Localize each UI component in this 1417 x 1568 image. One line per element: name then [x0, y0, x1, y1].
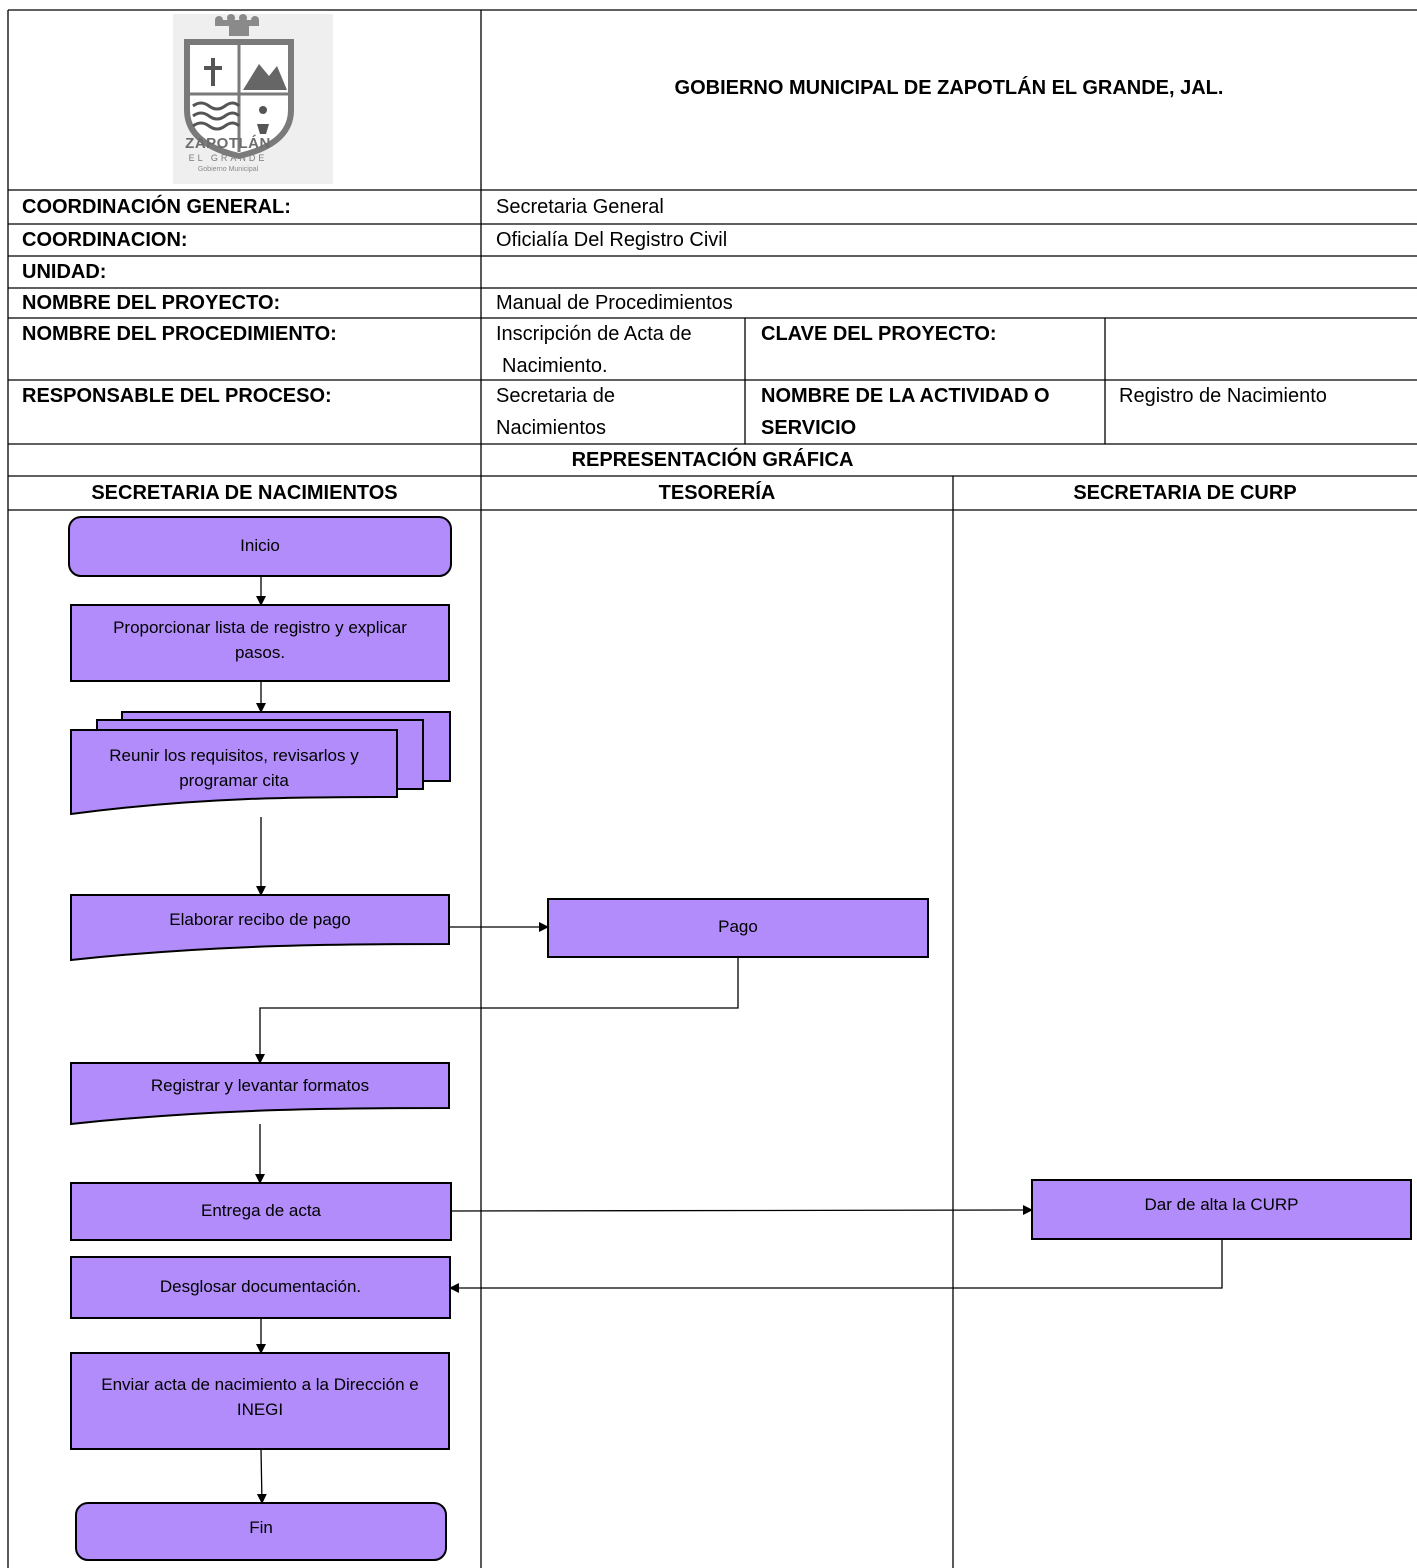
node-dar-alta-label: Dar de alta la CURP	[1144, 1194, 1299, 1214]
logo-wordmark: ZAPOTLÁN	[185, 135, 271, 152]
value-nombre-procedimiento-line1: Inscripción de Acta de	[496, 323, 692, 345]
zapotlan-coat-of-arms-logo-icon	[173, 14, 333, 184]
arrow-enviar-fin	[256, 1448, 267, 1504]
node-registrar-label: Registrar y levantar formatos	[150, 1075, 370, 1095]
node-registrar: Registrar y levantar formatos	[71, 1063, 449, 1109]
logo-subtitle: EL GRANDE	[188, 153, 268, 163]
node-entrega-shape	[70, 1182, 452, 1241]
lane-header-nacimientos: SECRETARIA DE NACIMIENTOS	[91, 482, 398, 504]
node-registrar-shape	[70, 1062, 450, 1126]
node-reunir-front-shape	[70, 729, 398, 816]
diagram-title: REPRESENTACIÓN GRÁFICA	[571, 449, 854, 471]
node-fin-label: Fin	[249, 1517, 273, 1537]
node-inicio-label: Inicio	[240, 536, 280, 556]
label-coordinacion-general: COORDINACIÓN GENERAL:	[22, 196, 291, 218]
value-actividad: Registro de Nacimiento	[1119, 385, 1327, 407]
node-desglosar-label: Desglosar documentación.	[159, 1277, 362, 1297]
label-nombre-procedimiento: NOMBRE DEL PROCEDIMIENTO:	[22, 323, 337, 345]
node-elaborar: Elaborar recibo de pago	[71, 895, 449, 945]
node-desglosar: Desglosar documentación.	[71, 1257, 450, 1318]
node-proporcionar: Proporcionar lista de registro y explica…	[71, 605, 449, 677]
node-pago-shape	[547, 898, 929, 958]
node-entrega: Entrega de acta	[71, 1183, 451, 1240]
page-title: GOBIERNO MUNICIPAL DE ZAPOTLÁN EL GRANDE…	[674, 77, 1224, 99]
node-inicio: Inicio	[69, 517, 451, 576]
arrow-pago-registrar	[255, 957, 739, 1064]
node-reunir-label-1: Reunir los requisitos, revisarlos y	[109, 746, 359, 766]
node-desglosar-shape	[70, 1256, 451, 1319]
value-responsable-line1: Secretaria de	[496, 385, 615, 407]
arrow-entrega-curp	[450, 1205, 1033, 1216]
node-entrega-label: Entrega de acta	[200, 1201, 322, 1221]
node-reunir: Reunir los requisitos, revisarlos y prog…	[71, 738, 397, 800]
node-pago: Pago	[548, 899, 928, 955]
label-actividad-line2: SERVICIO	[761, 417, 857, 439]
node-enviar-label-2: INEGI	[236, 1400, 284, 1419]
logo-tagline: Gobierno Municipal	[197, 166, 259, 173]
value-coordinacion-general: Secretaria General	[496, 196, 664, 218]
label-responsable: RESPONSABLE DEL PROCESO:	[22, 385, 332, 407]
node-inicio-shape	[68, 516, 452, 577]
lane-header-tesoreria: TESORERÍA	[658, 482, 776, 504]
node-elaborar-label: Elaborar recibo de pago	[169, 909, 351, 929]
value-nombre-procedimiento-line2: Nacimiento.	[502, 355, 608, 377]
value-responsable-line2: Nacimientos	[496, 417, 607, 439]
arrow-curp-desglosar	[449, 1239, 1223, 1293]
node-dar-alta: Dar de alta la CURP	[1032, 1180, 1411, 1230]
node-fin: Fin	[76, 1503, 446, 1553]
label-coordinacion: COORDINACION:	[22, 229, 188, 251]
node-enviar-shape	[70, 1352, 450, 1450]
label-actividad-line1: NOMBRE DE LA ACTIVIDAD O	[761, 385, 1050, 407]
logo: ZAPOTLÁN EL GRANDE Gobierno Municipal	[173, 14, 333, 184]
node-reunir-label-2: programar cita	[179, 771, 289, 790]
node-pago-label: Pago	[718, 916, 758, 936]
label-unidad: UNIDAD:	[22, 261, 107, 283]
node-proporcionar-label-1: Proporcionar lista de registro y explica…	[113, 618, 407, 638]
lane-header-curp: SECRETARIA DE CURP	[1073, 482, 1297, 504]
label-clave-proyecto: CLAVE DEL PROYECTO:	[761, 323, 997, 345]
node-proporcionar-label-2: pasos.	[234, 643, 286, 662]
node-enviar: Enviar acta de nacimiento a la Dirección…	[71, 1353, 449, 1443]
value-nombre-proyecto: Manual de Procedimientos	[496, 292, 733, 314]
value-coordinacion: Oficialía Del Registro Civil	[496, 229, 728, 251]
node-elaborar-shape	[70, 894, 450, 962]
label-nombre-proyecto: NOMBRE DEL PROYECTO:	[22, 292, 281, 314]
node-enviar-label-1: Enviar acta de nacimiento a la Dirección…	[101, 1375, 419, 1395]
